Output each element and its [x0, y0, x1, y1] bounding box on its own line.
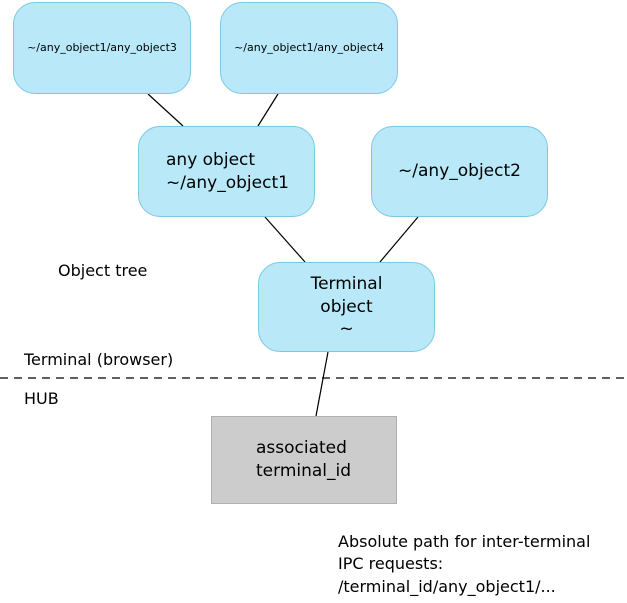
ipc-note-line2: IPC requests: [338, 554, 444, 574]
connector-object3-object1 [147, 93, 184, 127]
connector-object1-terminal [264, 216, 306, 263]
node-terminal-line2: object [320, 296, 373, 317]
node-any-object4-label: ~/any_object1/any_object4 [234, 40, 384, 54]
node-any-object3: ~/any_object1/any_object3 [13, 2, 191, 94]
terminal-browser-label: Terminal (browser) [24, 350, 174, 369]
hub-box-line1: associated [256, 438, 347, 459]
hub-terminal-id-box: associated terminal_id [211, 416, 397, 504]
node-terminal-line3: ~ [339, 319, 354, 340]
connector-object2-terminal [379, 216, 419, 263]
node-terminal-object: Terminal object ~ [258, 262, 435, 352]
ipc-path-note: Absolute path for inter-terminal IPC req… [338, 531, 590, 598]
connector-terminal-hub [315, 351, 329, 417]
node-any-object4: ~/any_object1/any_object4 [220, 2, 398, 94]
node-any-object1: any object ~/any_object1 [138, 126, 315, 217]
ipc-note-line3: /terminal_id/any_object1/... [338, 576, 556, 596]
node-terminal-line1: Terminal [310, 273, 383, 294]
ipc-note-line1: Absolute path for inter-terminal [338, 532, 591, 551]
node-any-object3-label: ~/any_object1/any_object3 [27, 40, 177, 54]
hub-box-line2: terminal_id [256, 461, 352, 481]
node-any-object1-name: any object [166, 150, 256, 171]
node-any-object2: ~/any_object2 [371, 126, 548, 217]
hub-label: HUB [24, 389, 59, 408]
node-any-object1-path: ~/any_object1 [166, 172, 289, 193]
connector-object4-object1 [257, 93, 279, 127]
node-any-object2-label: ~/any_object2 [398, 161, 521, 182]
object-tree-label: Object tree [58, 261, 148, 280]
